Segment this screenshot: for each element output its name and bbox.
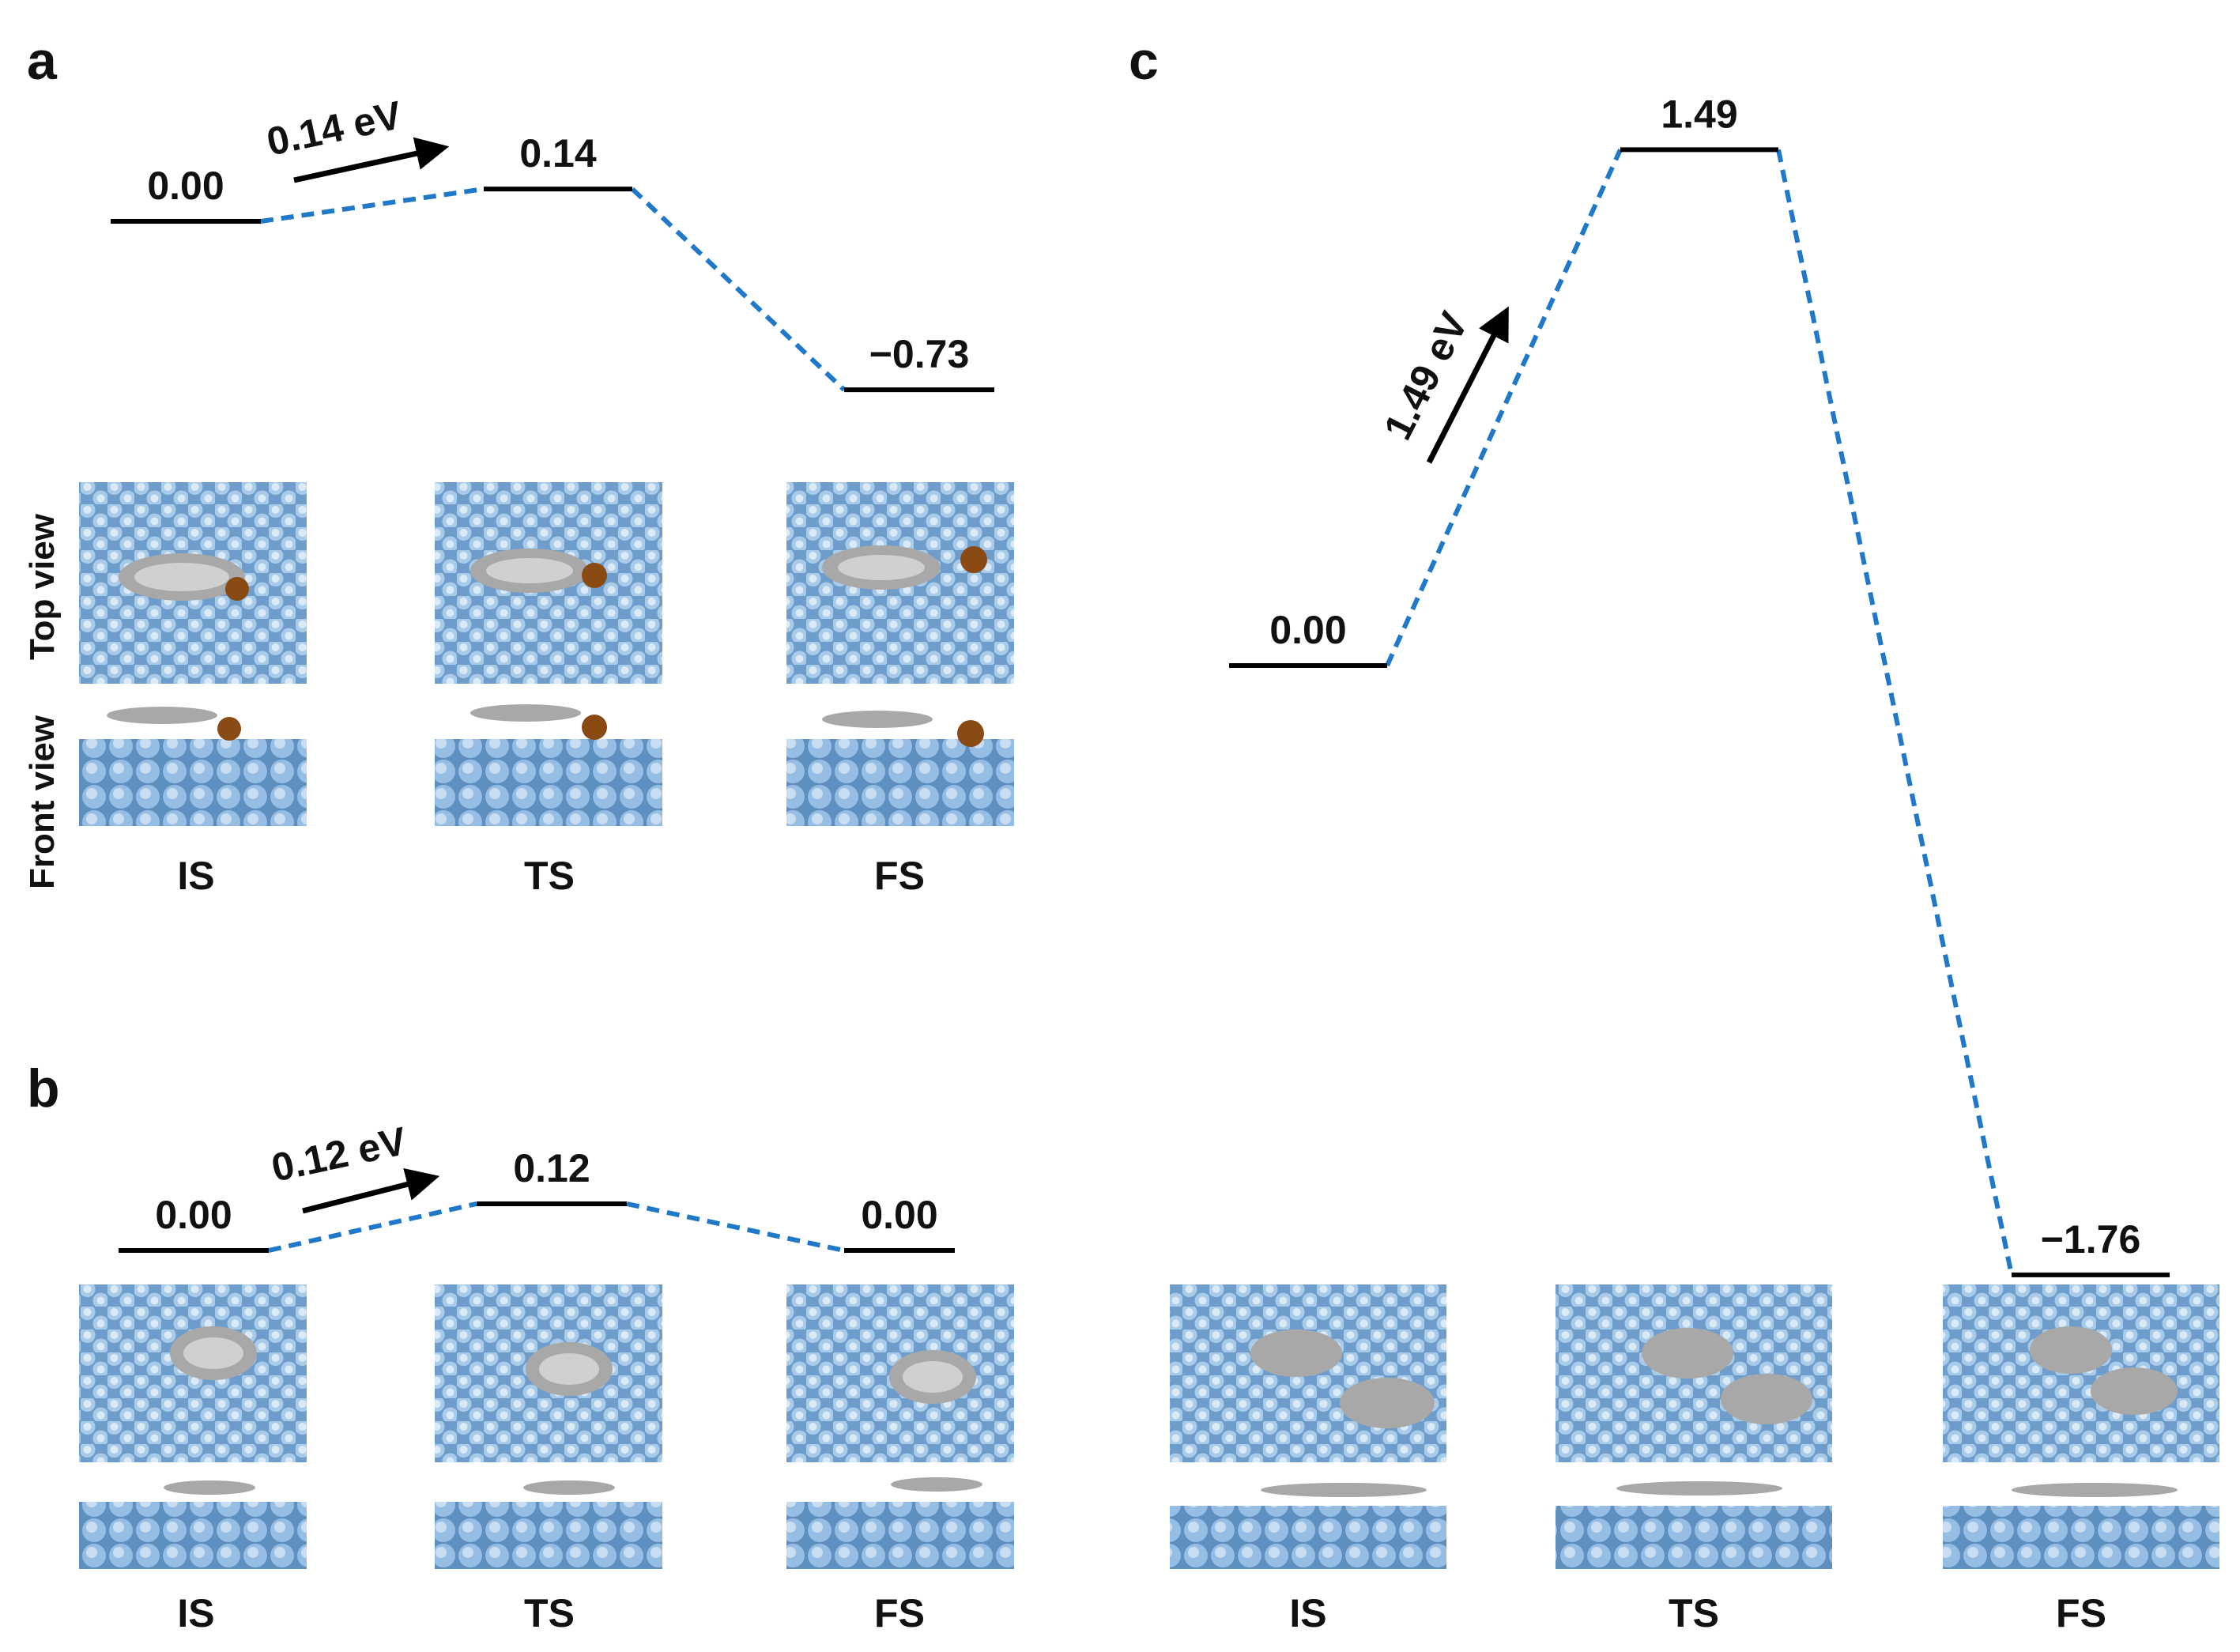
panel-b-barrier-label: 0.12 eV [268, 1118, 411, 1190]
panel-c-barrier-label: 1.49 eV [1375, 304, 1476, 447]
panel-b-state-fs: FS [874, 1591, 925, 1635]
panel-c-state-fs: FS [2056, 1591, 2106, 1635]
panel-b: b 0.00 0.12 0.00 0.12 eV IS TS FS [27, 1058, 1014, 1635]
panel-c-connector-1 [1385, 149, 1623, 667]
panel-a: a 0.00 0.14 −0.73 0.14 eV Top view Front v… [23, 31, 1014, 898]
panel-c-label: c [1129, 31, 1159, 91]
panel-c-state-ts: TS [1669, 1591, 1719, 1635]
panel-c-energy-label-ts: 1.49 [1661, 92, 1737, 136]
panel-a-is-structure [79, 482, 307, 826]
panel-c-energy-label-is: 0.00 [1269, 608, 1346, 652]
panel-c-fs-structure [1943, 1284, 2219, 1569]
panel-b-state-is: IS [177, 1591, 214, 1635]
panel-a-is-molecule [119, 553, 249, 601]
panel-c-ts-structure [1556, 1284, 1832, 1569]
panel-a-front-view-label: Front view [23, 715, 62, 889]
panel-b-state-ts: TS [524, 1591, 575, 1635]
panel-a-energy-label-fs: −0.73 [869, 332, 970, 376]
panel-b-connector-1 [268, 1201, 477, 1253]
panel-c-state-is: IS [1289, 1591, 1326, 1635]
panel-b-levels: 0.00 0.12 0.00 [119, 1146, 955, 1253]
panel-b-connector-2 [626, 1201, 845, 1253]
panel-c-barrier-arrow [1426, 306, 1509, 464]
panel-b-ts-structure [435, 1284, 662, 1569]
panel-a-top-view-label: Top view [23, 513, 62, 660]
panel-b-label: b [27, 1058, 60, 1118]
panel-a-levels: 0.00 0.14 −0.73 [111, 131, 994, 393]
panel-a-ts-structure [435, 482, 662, 826]
panel-a-barrier-label: 0.14 eV [263, 92, 406, 164]
panel-c-energy-label-fs: −1.76 [2041, 1217, 2141, 1262]
panel-a-state-fs: FS [874, 854, 925, 898]
panel-c-is-structure [1170, 1284, 1446, 1569]
panel-b-energy-label-is: 0.00 [155, 1193, 232, 1237]
panel-a-connector-1 [260, 187, 485, 224]
panel-a-energy-label-is: 0.00 [147, 164, 224, 208]
panel-c-connector-2 [1776, 149, 2014, 1276]
panel-b-energy-label-ts: 0.12 [513, 1146, 590, 1190]
panel-b-fs-structure [786, 1284, 1014, 1569]
panel-a-state-is: IS [177, 854, 214, 898]
panel-a-label: a [27, 31, 58, 91]
panel-a-fs-structure [786, 482, 1014, 826]
panel-b-energy-label-fs: 0.00 [861, 1193, 937, 1237]
panel-a-connector-2 [630, 187, 847, 392]
panel-a-energy-label-ts: 0.14 [519, 131, 597, 175]
panel-b-barrier-arrow [302, 1167, 440, 1214]
panel-c-levels: 0.00 1.49 −1.76 [1229, 92, 2170, 1277]
panel-a-state-ts: TS [524, 854, 575, 898]
panel-c: c 0.00 1.49 −1.76 1.49 eV IS TS FS [1129, 31, 2219, 1635]
panel-a-barrier-arrow [293, 137, 450, 183]
panel-b-is-structure [79, 1284, 307, 1569]
